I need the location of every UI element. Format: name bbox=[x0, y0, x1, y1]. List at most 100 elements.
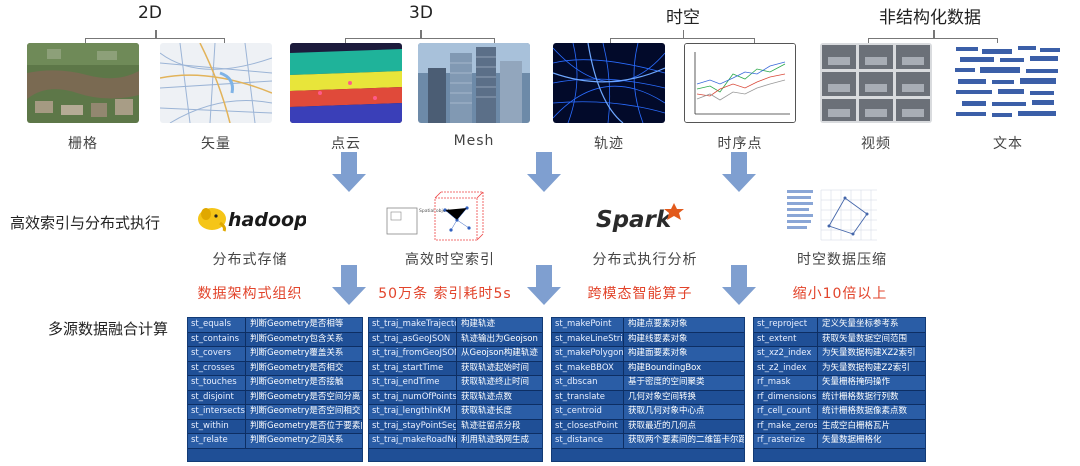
function-row: st_within判断Geometry是否位于要素内部 bbox=[188, 419, 362, 434]
function-name: st_closestPoint bbox=[552, 419, 624, 433]
function-description: 判断Geometry是否相等 bbox=[250, 319, 344, 329]
function-description: 判断Geometry包含关系 bbox=[250, 333, 344, 344]
group-title-3d: 3D bbox=[409, 3, 433, 23]
function-description: 构建点要素对象 bbox=[628, 319, 688, 329]
function-description: 判断Geometry是否空间相交 bbox=[250, 406, 361, 416]
trajectory-functions-panel: st_traj_makeTrajectory构建轨迹st_traj_asGeoJ… bbox=[368, 317, 543, 462]
component-spatiotemporal-index: 高效时空索引 bbox=[405, 252, 495, 268]
highlight-index-performance: 50万条 索引耗时5s bbox=[378, 286, 512, 302]
function-description: 矢量栅格掩码操作 bbox=[822, 377, 891, 387]
function-name: st_reproject bbox=[754, 318, 818, 332]
function-description: 获取轨迹长度 bbox=[461, 406, 513, 416]
function-description: 轨迹驻留点分段 bbox=[461, 420, 521, 431]
mesh-thumbnail bbox=[418, 43, 530, 123]
down-arrow-icon bbox=[527, 152, 561, 192]
function-name: st_intersects bbox=[188, 405, 246, 419]
function-name: rf_make_zeros_tile bbox=[754, 419, 818, 433]
function-row: st_traj_lengthInKM 获取轨迹长度 bbox=[369, 405, 542, 420]
function-description: 矢量数据栅格化 bbox=[822, 435, 882, 445]
function-name: st_centroid bbox=[552, 405, 624, 419]
function-name: st_traj_lengthInKM bbox=[369, 405, 457, 419]
function-description: 利用轨迹路网生成 bbox=[461, 435, 530, 445]
function-row: rf_dimensions 统计栅格数据行列数 bbox=[754, 390, 925, 405]
function-description: 为矢量数据构建Z2索引 bbox=[822, 362, 910, 373]
spark-logo: Spark bbox=[594, 199, 694, 235]
function-description: 定义矢量坐标参考系 bbox=[822, 319, 899, 329]
down-arrow-icon bbox=[332, 265, 366, 305]
caption-vector: 矢量 bbox=[201, 136, 231, 152]
function-description: 获取几何对象中心点 bbox=[628, 406, 705, 416]
vector-thumbnail bbox=[160, 43, 272, 123]
down-arrow-icon bbox=[722, 265, 756, 305]
function-name: rf_rasterize bbox=[754, 434, 818, 448]
function-row: st_traj_makeRoadNetwork 利用轨迹路网生成 bbox=[369, 434, 542, 449]
function-name: st_makeBBOX bbox=[552, 361, 624, 375]
function-name: st_traj_makeRoadNetwork bbox=[369, 434, 457, 448]
caption-mesh: Mesh bbox=[453, 133, 495, 149]
caption-text: 文本 bbox=[993, 136, 1023, 152]
function-name: st_makeLineString bbox=[552, 332, 624, 346]
function-row: st_extent 获取矢量数据空间范围 bbox=[754, 332, 925, 347]
hadoop-logo: hadoop bbox=[196, 201, 308, 237]
function-description: 轨迹输出为Geojson bbox=[461, 333, 538, 344]
function-description: 获取最近的几何点 bbox=[628, 420, 697, 431]
trajectory-thumbnail bbox=[553, 43, 665, 123]
caption-video: 视频 bbox=[861, 136, 891, 152]
function-row: rf_make_zeros_tile生成空白栅格瓦片 bbox=[754, 419, 925, 434]
function-row: st_traj_asGeoJSON 轨迹输出为Geojson bbox=[369, 332, 542, 347]
function-name: st_makePoint bbox=[552, 318, 624, 332]
function-row: st_disjoint 判断Geometry是否空间分离 bbox=[188, 390, 362, 405]
function-name: st_covers bbox=[188, 347, 246, 361]
caption-point-cloud: 点云 bbox=[331, 136, 361, 152]
function-name: rf_dimensions bbox=[754, 390, 818, 404]
hadoop-wordmark: hadoop bbox=[228, 209, 306, 231]
function-name: st_xz2_index bbox=[754, 347, 818, 361]
function-description: 统计栅格数据行列数 bbox=[822, 391, 899, 402]
function-description: 获取轨迹起始时间 bbox=[461, 362, 530, 373]
function-row: st_closestPoint 获取最近的几何点 bbox=[552, 419, 744, 434]
compression-diagram bbox=[787, 186, 879, 244]
function-description: 构建面要素对象 bbox=[628, 348, 688, 358]
function-name: st_traj_endTime bbox=[369, 376, 457, 390]
function-name: st_traj_startTime bbox=[369, 361, 457, 375]
spatial-objects-label: Spatial objects bbox=[419, 208, 453, 214]
function-name: st_disjoint bbox=[188, 390, 246, 404]
bracket-spatiotemporal bbox=[610, 30, 755, 47]
point-cloud-thumbnail bbox=[290, 43, 402, 123]
function-description: 获取矢量数据空间范围 bbox=[822, 333, 908, 344]
function-name: st_touches bbox=[188, 376, 246, 390]
function-row: st_reproject 定义矢量坐标参考系 bbox=[754, 318, 925, 333]
function-description: 判断Geometry是否相交 bbox=[250, 362, 344, 373]
function-row: st_traj_makeTrajectory构建轨迹 bbox=[369, 318, 542, 333]
function-name: st_extent bbox=[754, 332, 818, 346]
function-row: st_traj_startTime 获取轨迹起始时间 bbox=[369, 361, 542, 376]
geometry-functions-panel: st_makePoint构建点要素对象st_makeLineString构建线要… bbox=[551, 317, 745, 462]
raster-vector-functions-panel: st_reproject 定义矢量坐标参考系 st_extent 获取矢量数据空间范围… bbox=[753, 317, 926, 462]
function-row: st_xz2_index 为矢量数据构建XZ2索引 bbox=[754, 347, 925, 362]
function-row: rf_rasterize 矢量数据栅格化 bbox=[754, 434, 925, 449]
function-description: 为矢量数据构建XZ2索引 bbox=[822, 348, 916, 358]
raster-thumbnail bbox=[27, 43, 139, 123]
function-name: st_z2_index bbox=[754, 361, 818, 375]
group-title-spatiotemporal: 时空 bbox=[666, 8, 700, 28]
highlight-cross-modal-operators: 跨模态智能算子 bbox=[587, 286, 693, 302]
function-description: 判断Geometry是否空间分离 bbox=[250, 391, 361, 402]
fusion-computing-label: 多源数据融合计算 bbox=[48, 320, 169, 338]
function-name: st_traj_asGeoJSON bbox=[369, 332, 457, 346]
caption-time-series: 时序点 bbox=[717, 136, 763, 152]
function-name: rf_cell_count bbox=[754, 405, 818, 419]
down-arrow-icon bbox=[527, 265, 561, 305]
function-description: 基于密度的空间聚类 bbox=[628, 377, 705, 387]
